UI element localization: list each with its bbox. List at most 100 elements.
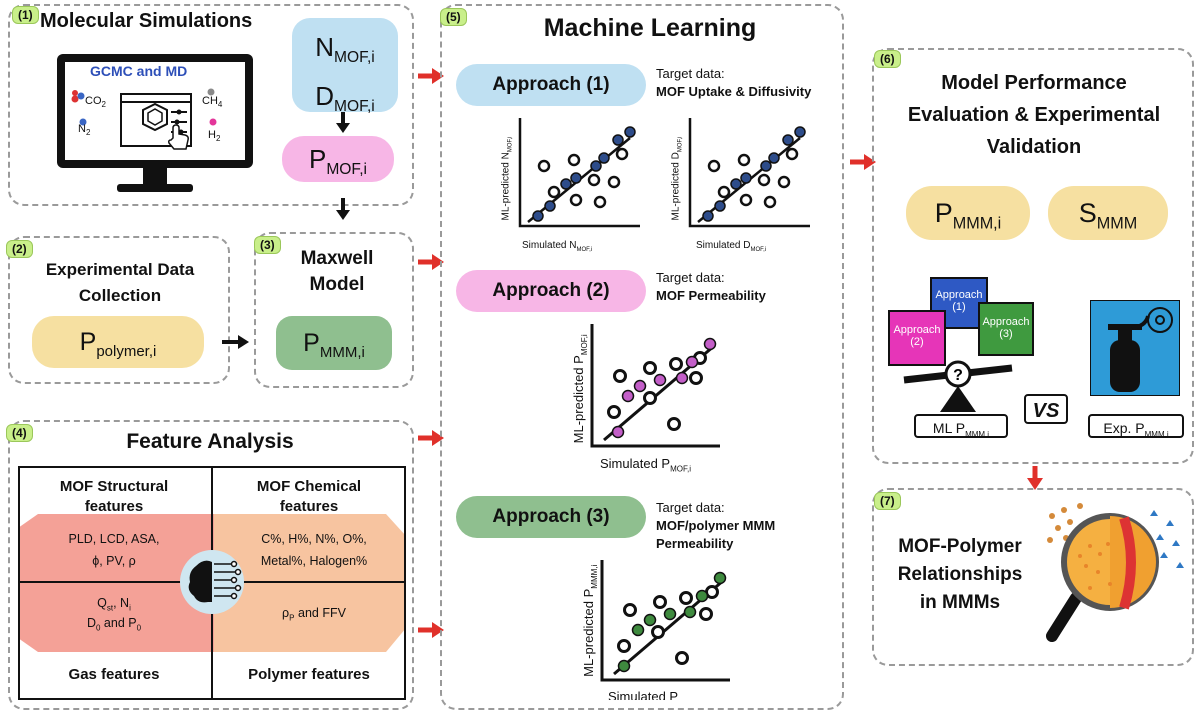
qst-text: Q xyxy=(97,596,107,610)
plot3-y-text: ML-predicted P xyxy=(571,355,587,444)
plot3-y-label: ML-predicted PMOF,i xyxy=(571,319,589,459)
approach3-card-line2: (3) xyxy=(999,328,1013,340)
red-arrow-to-evaluation xyxy=(850,152,878,177)
gas-features-items-1: Qst, Ni xyxy=(24,596,204,613)
approach2-pill: Approach (2) xyxy=(456,270,646,312)
panel6-number: (6) xyxy=(874,50,901,68)
mof-chemical-items-2: Metal%, Halogen% xyxy=(260,554,368,568)
plot2-x-sub: MOF,i xyxy=(750,247,767,253)
plot4-y-label: ML-predicted PMMM,i xyxy=(581,551,599,691)
p-mof-box: PMOF,i xyxy=(282,136,394,182)
ni-text: , N xyxy=(113,596,130,610)
feature-grid xyxy=(18,466,406,700)
panel6-title-2: Evaluation & Experimental xyxy=(907,104,1161,126)
ml-p-mmm-label: ML PMMM,i xyxy=(914,414,1008,439)
d0-sub: 0 xyxy=(95,623,101,633)
gas-co2-text: CO xyxy=(85,95,102,107)
red-arrow-2 xyxy=(418,252,446,277)
p-mmm-eval-pill: PMMM,i xyxy=(906,186,1030,240)
panel2-title-line2: Collection xyxy=(78,286,162,305)
panel1-title: Molecular Simulations xyxy=(40,10,253,32)
d-mof-text: D xyxy=(315,81,335,112)
panel1-number: (1) xyxy=(12,6,39,24)
monitor-graphic xyxy=(55,52,255,198)
n-d-mof-box: NMOF,i DMOF,i xyxy=(292,18,398,115)
arrow-down-to-maxwell xyxy=(333,198,353,227)
d-mof-sub: MOF,i xyxy=(334,98,375,116)
gas-h2-text: H xyxy=(208,129,216,141)
n-mof-label: NMOF,i xyxy=(292,28,398,77)
panel7-number: (7) xyxy=(874,492,901,510)
plot1-x-label: Simulated NMOF,i xyxy=(522,240,592,253)
panel5-number: (5) xyxy=(440,8,467,26)
plot3-x-label: Simulated PMOF,i xyxy=(600,456,691,474)
approach3-target-3: Permeability xyxy=(656,536,734,551)
approach1-pill: Approach (1) xyxy=(456,64,646,106)
mof-chemical-items-1: C%, H%, N%, O%, xyxy=(261,532,367,546)
panel3-number: (3) xyxy=(254,236,281,254)
arrow-down-n-to-p xyxy=(333,112,353,139)
p-mof-text: P xyxy=(308,144,327,174)
balance-scale-graphic: ? xyxy=(886,276,1036,421)
panel2-title-line1: Experimental Data xyxy=(45,260,195,279)
panel6-title-1: Model Performance xyxy=(941,72,1127,94)
panel-maxwell-model xyxy=(254,232,414,388)
s-mmm-eval-text: S xyxy=(1078,198,1097,228)
s-mmm-eval-sub: MMM xyxy=(1096,214,1138,233)
approach1-card-line2: (1) xyxy=(952,301,966,313)
panel4-title: Feature Analysis xyxy=(126,430,294,453)
red-arrow-down-to-relationships xyxy=(1024,466,1046,497)
panel6-title-3: Validation xyxy=(986,136,1082,158)
d-mof-label: DMOF,i xyxy=(292,77,398,126)
plot2-y-text: ML-predicted D xyxy=(670,152,682,221)
approach3-target-2: MOF/polymer MMM xyxy=(656,518,776,533)
approach1-target-1: Target data: xyxy=(656,66,725,81)
mof-structural-title-2: features xyxy=(84,498,144,515)
panel2-number: (2) xyxy=(6,240,33,258)
approach3-target-1: Target data: xyxy=(656,500,725,515)
approach2-card-line1: Approach xyxy=(893,324,941,336)
exp-p-mmm-text: Exp. P xyxy=(1103,420,1145,436)
p-polymer-sub: polymer,i xyxy=(96,343,157,360)
plot3-x-text: Simulated P xyxy=(600,456,671,471)
gas-ch4-sub: 4 xyxy=(217,100,223,110)
n-mof-sub: MOF,i xyxy=(334,49,375,67)
parity-plot-2 xyxy=(684,118,814,239)
panel5-title: Machine Learning xyxy=(543,14,757,42)
gas-h2-sub: 2 xyxy=(215,134,221,144)
gas-n2-sub: 2 xyxy=(85,128,91,138)
gas-co2-sub: 2 xyxy=(101,100,106,110)
red-arrow-1 xyxy=(418,66,446,91)
vs-badge: VS xyxy=(1024,394,1068,424)
plot2-x-text: Simulated D xyxy=(696,240,751,251)
plot4-y-text: ML-predicted P xyxy=(581,588,597,677)
panel4-number: (4) xyxy=(6,424,33,442)
gas-h2-label: H2 xyxy=(208,129,220,143)
ml-p-mmm-sub: MMM,i xyxy=(965,429,990,439)
svg-text:?: ? xyxy=(953,367,963,384)
polymer-features-title: Polymer features xyxy=(248,666,370,683)
approach1-target-2: MOF Uptake & Diffusivity xyxy=(656,84,812,99)
approach3-card-line1: Approach xyxy=(982,316,1030,328)
ni-sub: i xyxy=(129,603,131,613)
gas-cylinder-icon xyxy=(1089,299,1181,401)
p-mmm-eval-text: P xyxy=(934,198,953,228)
gas-n2-label: N2 xyxy=(78,123,90,137)
rho-p-sub: P xyxy=(289,613,295,623)
vs-text: VS xyxy=(1032,400,1060,422)
p0-sub: 0 xyxy=(136,623,142,633)
plot1-x-text: Simulated N xyxy=(522,240,577,251)
approach2-target-1: Target data: xyxy=(656,270,725,285)
gas-ch4-label: CH4 xyxy=(202,95,222,109)
plot1-y-text: ML-predicted N xyxy=(500,152,512,221)
panel7-title-1: MOF-Polymer xyxy=(898,536,1022,557)
mof-chemical-title-2: features xyxy=(279,498,339,515)
panel-molecular-simulations xyxy=(8,4,414,206)
plot1-x-sub: MOF,i xyxy=(576,247,593,253)
plot2-x-label: Simulated DMOF,i xyxy=(696,240,766,253)
plot2-y-label: ML-predicted DMOF,i xyxy=(671,124,684,234)
polymer-features-items: ρP and FFV xyxy=(224,606,404,623)
approach2-card: Approach (2) xyxy=(888,310,946,366)
p-mmm-eval-sub: MMM,i xyxy=(952,214,1002,233)
approach2-card-line2: (2) xyxy=(910,336,924,348)
